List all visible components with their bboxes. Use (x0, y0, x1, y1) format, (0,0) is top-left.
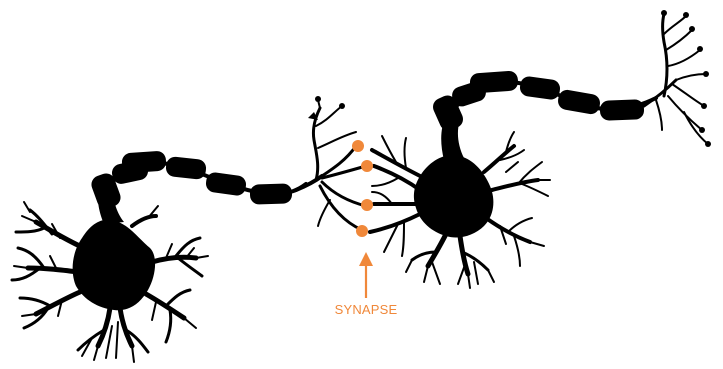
left-axon-terminals (296, 96, 366, 230)
right-axon-terminals (644, 10, 711, 147)
synapse-arrow (359, 252, 373, 298)
synapse-vesicle (361, 199, 373, 211)
synapse-vesicle (356, 225, 368, 237)
left-neuron-soma (73, 220, 155, 311)
synapse-vesicle (352, 140, 364, 152)
right-neuron (370, 10, 711, 288)
right-neuron-soma (414, 155, 493, 238)
synapse-label: SYNAPSE (326, 302, 406, 317)
left-axon-myelin (89, 150, 292, 211)
synapse-vesicle (361, 160, 373, 172)
left-neuron (12, 96, 366, 362)
synapse-markers (352, 140, 373, 237)
